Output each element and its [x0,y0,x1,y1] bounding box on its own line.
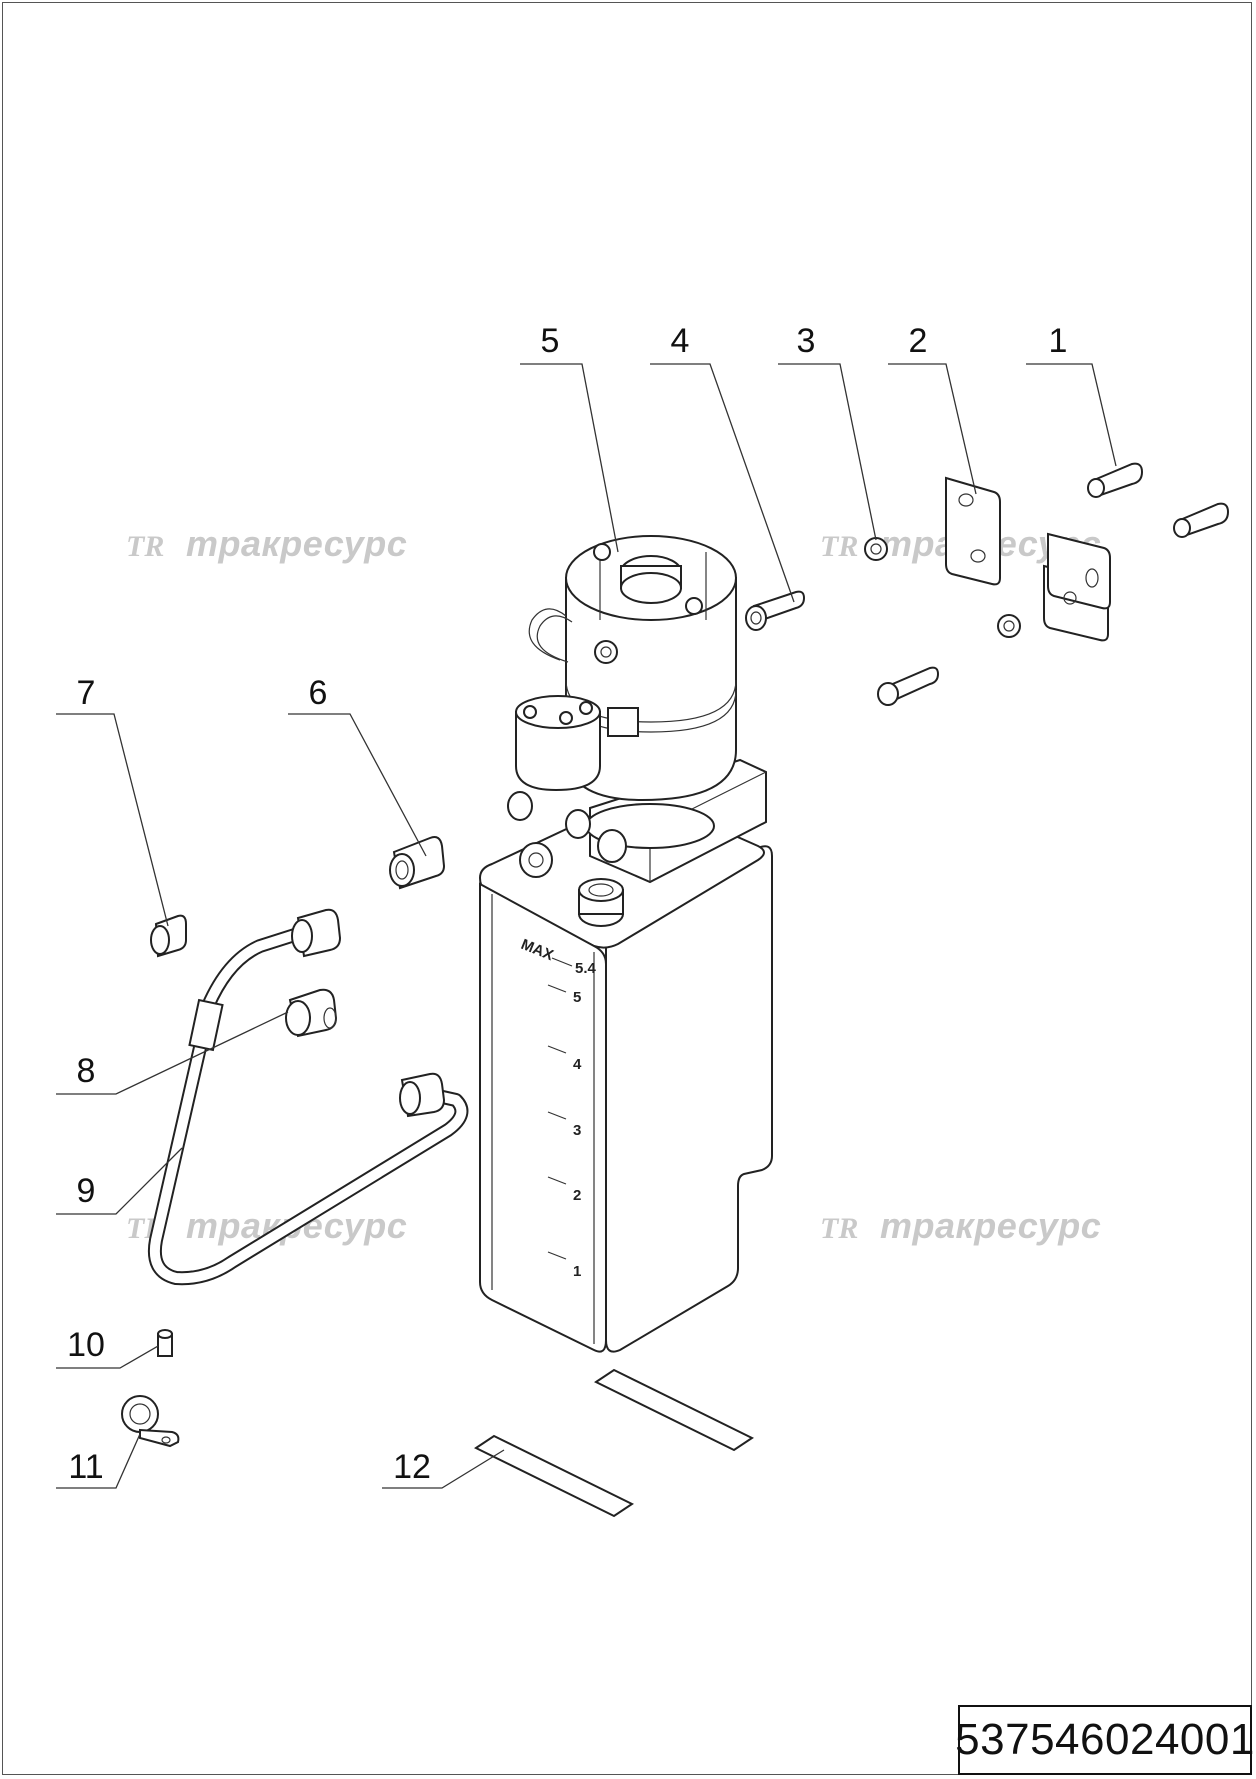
part-10-screw [157,1329,173,1357]
part-1-bolt [877,462,1230,706]
callout-6: 6 [288,674,427,857]
callout-11: 11 [56,1433,141,1489]
callout-number: 10 [67,1326,105,1364]
callout-7: 7 [56,674,169,927]
part-2-bracket [945,476,1111,642]
callout-9: 9 [56,1147,183,1215]
scale-mark-5: 5 [573,989,581,1006]
scale-mark-2: 2 [573,1187,581,1204]
filler-cap [578,878,624,927]
callout-number: 4 [671,322,690,360]
callout-number: 11 [68,1448,103,1486]
part-9-hose [148,908,469,1286]
watermark-logo: TR [126,530,164,563]
watermark-logo: TR [820,530,858,563]
scale-mark-3: 3 [573,1122,581,1139]
part-7-plug [150,914,187,958]
max-value: 5.4 [575,960,597,977]
callout-number: 2 [909,322,928,360]
watermark-bottom-right: TR тракресурс [820,1205,1101,1246]
callout-1: 1 [1026,322,1117,467]
callout-12: 12 [382,1448,505,1489]
part-4-bolt [745,590,806,631]
part-12-pad [474,1368,754,1518]
callout-4: 4 [650,322,795,603]
part-11-clamp [121,1395,180,1448]
part-6-fitting [389,836,446,890]
callout-number: 12 [393,1448,431,1486]
callout-number: 3 [797,322,816,360]
drawing-number-box: 537546024001 [955,1705,1254,1775]
watermark-logo: TR [820,1212,858,1245]
callout-5: 5 [520,322,619,553]
callout-10: 10 [56,1326,159,1369]
callout-number: 9 [77,1172,96,1210]
callout-number: 8 [77,1052,96,1090]
electric-motor [565,535,737,802]
scale-mark-4: 4 [573,1056,582,1073]
callout-number: 7 [77,674,96,712]
callout-2: 2 [888,322,977,495]
part-8-fitting [285,988,338,1038]
callout-8: 8 [56,1011,289,1095]
callout-number: 1 [1049,322,1068,360]
scale-mark-1: 1 [573,1263,581,1280]
solenoid-relay [507,608,639,878]
callout-number: 6 [309,674,328,712]
callout-number: 5 [541,322,560,360]
watermark-text: тракресурс [186,523,407,564]
callout-3: 3 [778,322,877,541]
watermark-top-left: TR тракресурс [126,523,407,564]
oil-tank [478,797,773,1353]
watermark-text: тракресурс [880,1205,1101,1246]
